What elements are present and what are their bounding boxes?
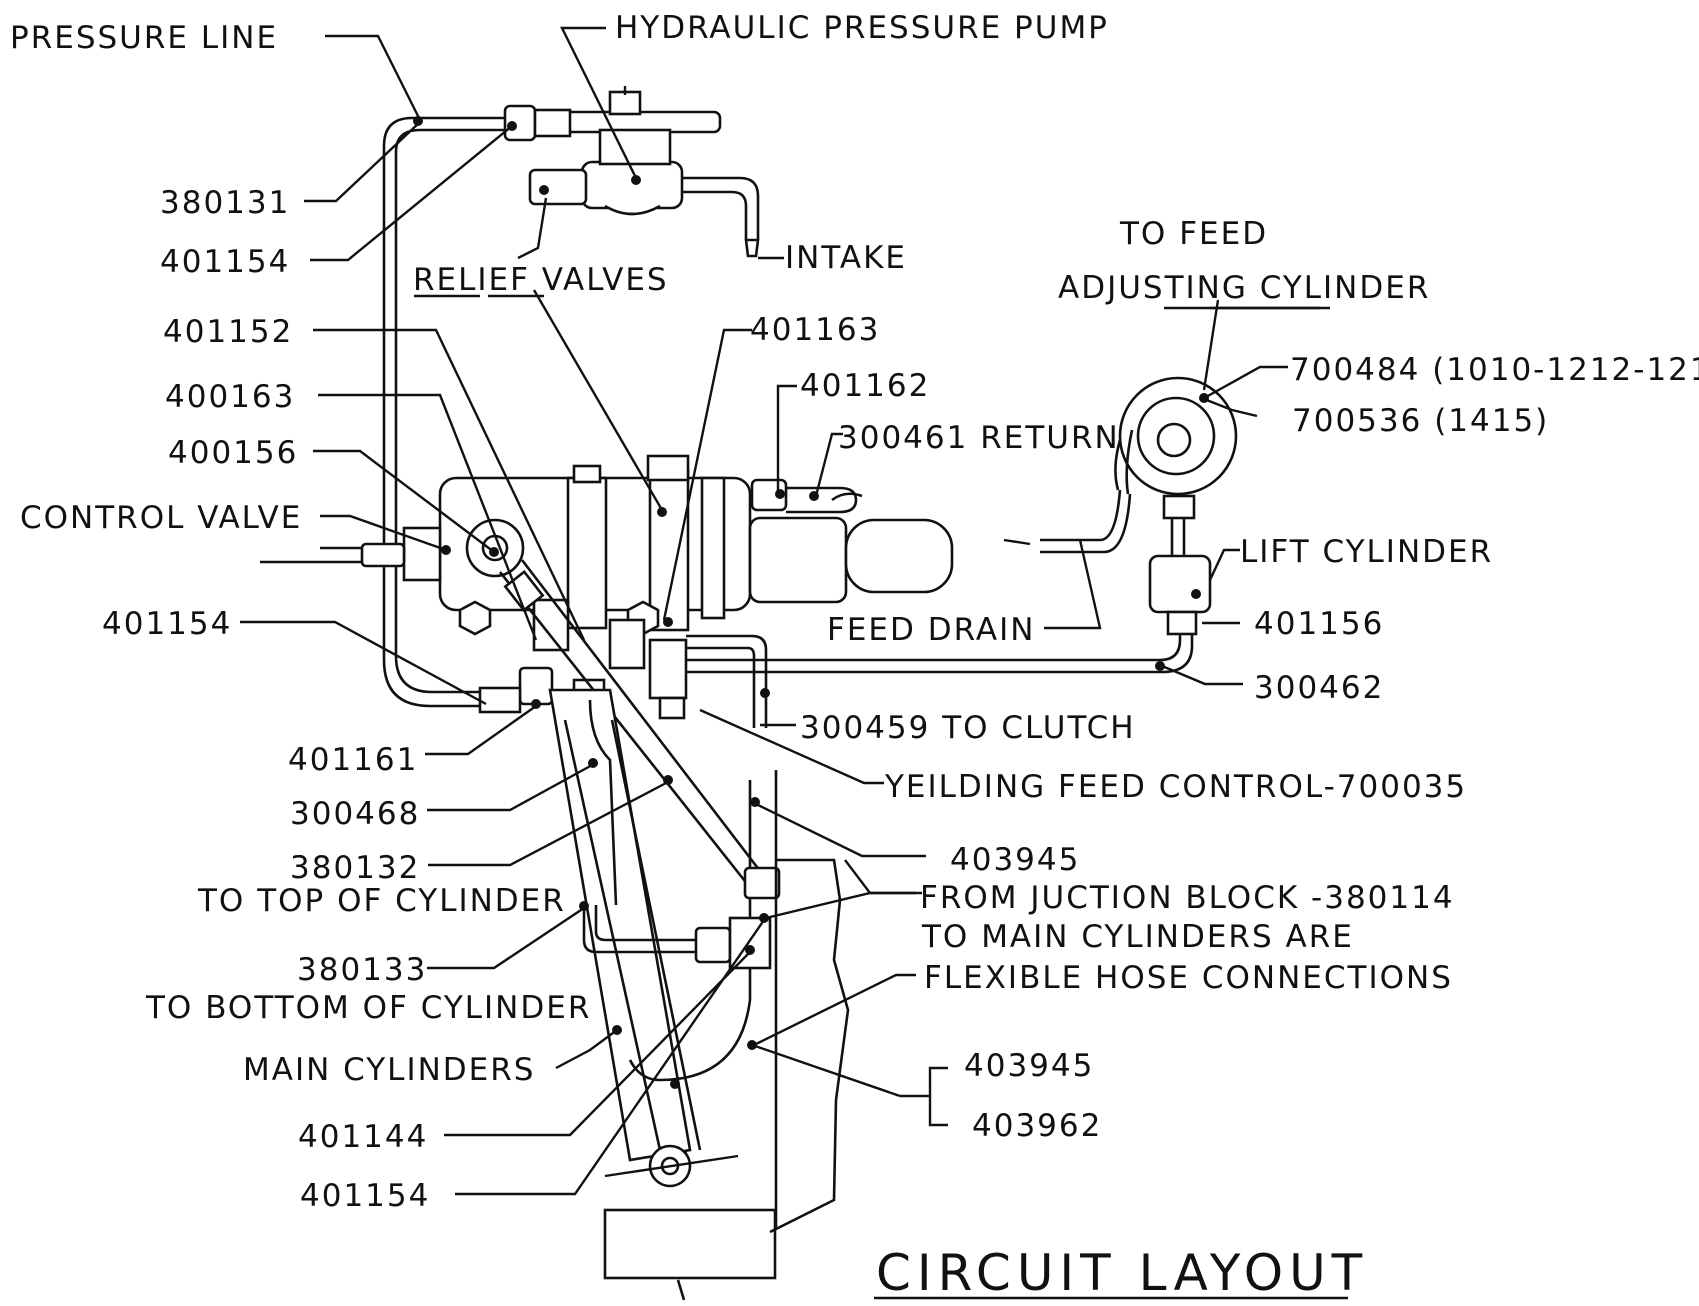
label-junction-block-line3: FLEXIBLE HOSE CONNECTIONS bbox=[924, 960, 1453, 996]
hoses-to-cylinder bbox=[582, 699, 850, 1234]
label-junction-block-line2: TO MAIN CYLINDERS ARE bbox=[921, 919, 1354, 955]
label-401163: 401163 bbox=[750, 312, 880, 348]
label-401162: 401162 bbox=[800, 368, 930, 404]
label-403945-b: 403945 bbox=[964, 1048, 1094, 1084]
label-to-top-of-cylinder: TO TOP OF CYLINDER bbox=[197, 883, 566, 919]
label-380131: 380131 bbox=[160, 185, 290, 221]
label-feed-drain: FEED DRAIN bbox=[827, 612, 1035, 648]
hydraulic-pressure-pump bbox=[528, 86, 760, 258]
label-relief-valves: RELIEF VALVES bbox=[413, 262, 669, 298]
label-401154-top: 401154 bbox=[160, 244, 290, 280]
label-intake: INTAKE bbox=[785, 240, 907, 276]
label-401144: 401144 bbox=[298, 1119, 428, 1155]
label-700484: 700484 (1010-1212-1216 ) bbox=[1290, 352, 1699, 388]
label-300468: 300468 bbox=[290, 796, 420, 832]
callout-labels: PRESSURE LINE HYDRAULIC PRESSURE PUMP 38… bbox=[10, 10, 1699, 1214]
label-lift-cylinder: LIFT CYLINDER bbox=[1240, 534, 1493, 570]
label-to-feed: TO FEED bbox=[1119, 216, 1268, 252]
label-403945-a: 403945 bbox=[950, 842, 1080, 878]
label-403962: 403962 bbox=[972, 1108, 1102, 1144]
label-401156: 401156 bbox=[1254, 606, 1384, 642]
label-380132: 380132 bbox=[290, 850, 420, 886]
label-300459-to-clutch: 300459 TO CLUTCH bbox=[800, 710, 1136, 746]
label-400156: 400156 bbox=[168, 435, 298, 471]
label-to-bottom-of-cylinder: TO BOTTOM OF CYLINDER bbox=[145, 990, 591, 1026]
label-401161: 401161 bbox=[288, 742, 418, 778]
callout-dots bbox=[413, 116, 1209, 1089]
main-cylinders bbox=[548, 688, 777, 1301]
diagram-title: CIRCUIT LAYOUT bbox=[876, 1244, 1368, 1302]
label-400163: 400163 bbox=[165, 379, 295, 415]
diagonal-rod-380132 bbox=[498, 559, 772, 891]
label-pressure-line: PRESSURE LINE bbox=[10, 20, 278, 56]
label-control-valve: CONTROL VALVE bbox=[20, 500, 302, 536]
label-700536: 700536 (1415) bbox=[1292, 403, 1549, 439]
label-300461-return: 300461 RETURN bbox=[838, 420, 1120, 456]
label-401154-left: 401154 bbox=[102, 606, 232, 642]
label-yielding-feed-control: YEILDING FEED CONTROL-700035 bbox=[884, 769, 1467, 805]
label-401154-bottom: 401154 bbox=[300, 1178, 430, 1214]
label-hydraulic-pressure-pump: HYDRAULIC PRESSURE PUMP bbox=[615, 10, 1109, 46]
diagram-title-group: CIRCUIT LAYOUT bbox=[874, 1244, 1368, 1302]
leader-lines bbox=[240, 26, 1330, 1196]
label-380133: 380133 bbox=[297, 952, 427, 988]
label-main-cylinders: MAIN CYLINDERS bbox=[243, 1052, 535, 1088]
control-valve bbox=[260, 454, 954, 636]
label-adjusting-cylinder: ADJUSTING CYLINDER bbox=[1058, 270, 1430, 306]
lift-cylinder bbox=[1040, 376, 1238, 636]
label-401152: 401152 bbox=[163, 314, 293, 350]
label-300462: 300462 bbox=[1254, 670, 1384, 706]
label-junction-block-line1: FROM JUCTION BLOCK -380114 bbox=[920, 880, 1455, 916]
